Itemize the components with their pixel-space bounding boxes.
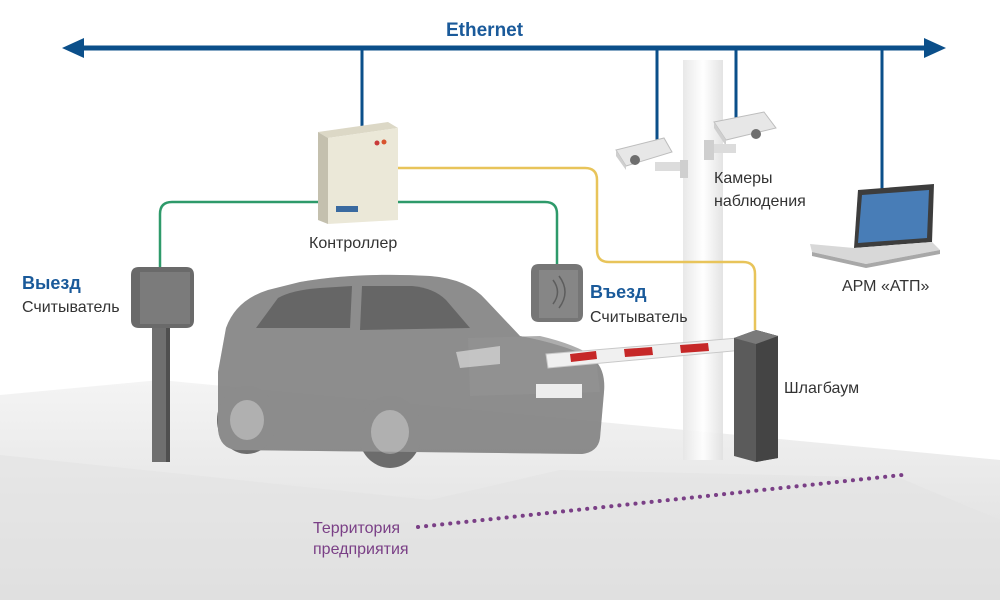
entry-reader-heading: Въезд <box>590 282 647 302</box>
camera-2 <box>704 111 777 160</box>
ethernet-right-arrow <box>924 38 946 58</box>
camera-2-lens <box>751 129 761 139</box>
ethernet-bus <box>62 38 946 190</box>
car <box>217 274 605 468</box>
controller-logo <box>336 206 358 212</box>
workstation-laptop <box>810 184 940 268</box>
entry-reader <box>531 264 583 322</box>
camera-pole <box>683 60 723 460</box>
entry-reader-label: Считыватель <box>590 309 688 326</box>
territory-label-line1: Территория <box>313 520 401 537</box>
barrier-cable <box>398 166 757 330</box>
reader-cables <box>158 200 559 275</box>
cameras-label-line2: наблюдения <box>714 193 806 210</box>
controller-label: Контроллер <box>309 235 398 252</box>
camera-1-lens <box>630 155 640 165</box>
exit-reader-heading: Выезд <box>22 273 81 293</box>
controller-led-red <box>374 140 380 146</box>
barrier-stripe-1 <box>570 351 597 362</box>
ethernet-label: Ethernet <box>446 20 524 41</box>
exit-reader-label: Считыватель <box>22 299 120 316</box>
barrier-stripe-2 <box>624 347 653 357</box>
territory-label-line2: предприятия <box>313 541 409 558</box>
territory-boundary <box>416 473 904 529</box>
barrier-gate <box>545 330 778 462</box>
cameras-label-line1: Камеры <box>714 170 773 187</box>
ethernet-left-arrow <box>62 38 84 58</box>
controller-cabinet <box>318 122 398 224</box>
camera-1 <box>615 137 688 178</box>
workstation-label: АРМ «АТП» <box>842 278 930 295</box>
barrier-stripe-3 <box>680 343 709 353</box>
barrier-label: Шлагбаум <box>784 380 860 397</box>
exit-reader <box>131 267 194 462</box>
controller-led-orange <box>381 139 387 145</box>
